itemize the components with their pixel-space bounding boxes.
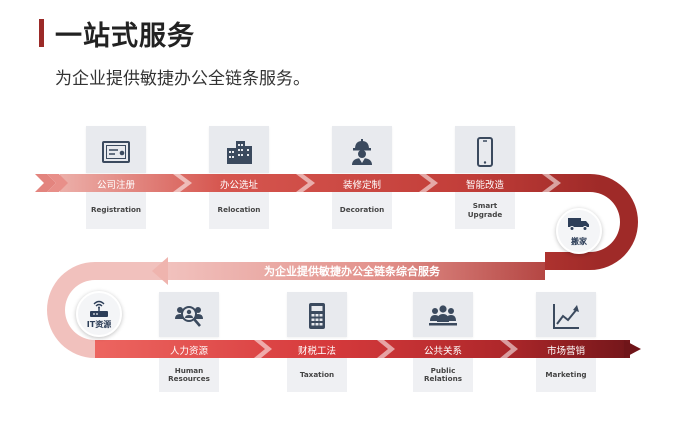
top-separator-3 <box>419 174 438 192</box>
sub-card-decoration: Decoration <box>332 192 392 229</box>
card-registration <box>86 126 146 173</box>
card-public-relations <box>413 292 473 337</box>
sub-card-marketing: Marketing <box>536 358 596 392</box>
card-relocation <box>209 126 269 173</box>
top-separator-2 <box>296 174 315 192</box>
bubble-it-resources: IT资源 <box>76 291 122 337</box>
step-label-registration: 公司注册 <box>96 180 136 191</box>
card-smart-upgrade <box>455 126 515 173</box>
trend-chart-icon <box>553 304 579 329</box>
sub-card-human-resources: Human Resources <box>159 358 219 392</box>
step-label-taxation: 财税工法 <box>297 346 337 357</box>
top-separator-4 <box>542 174 561 192</box>
people-search-icon <box>175 306 203 327</box>
step-label-human-resources: 人力资源 <box>169 346 209 357</box>
flow-band-bottom <box>95 340 630 358</box>
bubble-it-label: IT资源 <box>86 320 112 329</box>
card-taxation <box>287 292 347 337</box>
card-decoration <box>332 126 392 173</box>
worker-icon <box>352 139 372 165</box>
step-label-smart-upgrade: 智能改造 <box>465 180 505 191</box>
top-separator-1 <box>173 174 192 192</box>
title-accent-bar <box>39 19 44 47</box>
sub-card-relocation: Relocation <box>209 192 269 229</box>
step-label-marketing: 市场营销 <box>546 346 586 357</box>
step-label-relocation: 办公选址 <box>219 180 259 191</box>
router-icon <box>90 300 108 317</box>
sub-card-registration: Registration <box>86 192 146 229</box>
sub-card-taxation: Taxation <box>287 358 347 392</box>
bubble-moving-label: 搬家 <box>571 237 587 246</box>
flow-arrow-middle <box>152 257 168 285</box>
buildings-icon <box>227 141 252 164</box>
step-label-decoration: 装修定制 <box>342 180 382 191</box>
smartphone-icon <box>477 137 493 167</box>
sub-card-smart-upgrade: Smart Upgrade <box>455 192 515 229</box>
bubble-moving: 搬家 <box>556 208 602 254</box>
flow-band-top <box>60 174 638 270</box>
page-subtitle: 为企业提供敏捷办公全链条服务。 <box>55 69 310 89</box>
certificate-icon <box>102 141 130 163</box>
card-human-resources <box>159 292 219 337</box>
bottom-separator-3 <box>500 340 518 358</box>
group-icon <box>429 305 457 326</box>
truck-icon <box>568 218 589 231</box>
step-label-public-relations: 公共关系 <box>423 346 463 357</box>
flow-arrow-end <box>624 340 641 358</box>
chevron-1 <box>35 174 56 192</box>
center-banner-label: 为企业提供敏捷办公全链条综合服务 <box>264 265 440 278</box>
calculator-icon <box>309 303 325 329</box>
page-title: 一站式服务 <box>55 21 195 52</box>
bottom-separator-2 <box>377 340 395 358</box>
bottom-separator-1 <box>254 340 272 358</box>
card-marketing <box>536 292 596 337</box>
chevron-2 <box>47 174 68 192</box>
sub-card-public-relations: Public Relations <box>413 358 473 392</box>
